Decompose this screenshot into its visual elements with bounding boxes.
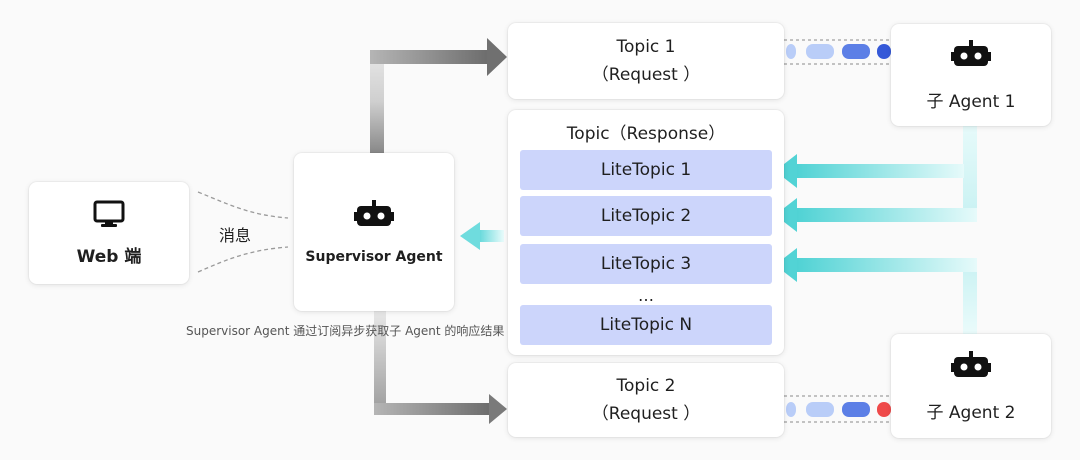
response-arrow-2-bar bbox=[796, 208, 977, 222]
topic1-card: Topic 1 （Request ） bbox=[508, 23, 784, 99]
lite-topic-3: LiteTopic 3 bbox=[520, 244, 772, 284]
queue1-message bbox=[842, 44, 870, 59]
diagram-caption: Supervisor Agent 通过订阅异步获取子 Agent 的响应结果 bbox=[186, 324, 505, 338]
sub-agent-1-label: 子 Agent 1 bbox=[926, 91, 1016, 112]
topic1-title: Topic 1 bbox=[616, 37, 676, 57]
response-arrow-1-head bbox=[775, 154, 797, 188]
response-topic-title: Topic（Response） bbox=[566, 124, 726, 144]
robot-icon bbox=[354, 199, 394, 235]
monitor-icon bbox=[93, 200, 125, 232]
topic2-card: Topic 2 （Request ） bbox=[508, 363, 784, 437]
topic2-title: Topic 2 bbox=[616, 376, 676, 396]
agent2-response-stem bbox=[963, 258, 977, 334]
response-arrow-3-head bbox=[775, 248, 797, 282]
topic2-subtitle: （Request ） bbox=[591, 404, 701, 424]
robot-icon bbox=[951, 39, 991, 75]
queue1-message bbox=[786, 44, 796, 59]
response-arrow-1-bar bbox=[796, 164, 964, 178]
lite-topic-ellipsis: … bbox=[638, 286, 654, 305]
request-arrow-up-stem bbox=[370, 50, 384, 153]
subscribe-arrow-head bbox=[460, 222, 480, 250]
queue2-message bbox=[786, 402, 796, 417]
queue1-message bbox=[877, 44, 891, 59]
message-curve-bottom bbox=[197, 246, 289, 273]
topic1-subtitle: （Request ） bbox=[591, 65, 701, 85]
request-arrow-up-head bbox=[487, 38, 507, 76]
message-curve-top bbox=[197, 191, 289, 219]
sub-agent-2-card: 子 Agent 2 bbox=[891, 334, 1051, 438]
message-label: 消息 bbox=[219, 226, 252, 245]
supervisor-agent-label: Supervisor Agent bbox=[305, 249, 443, 265]
response-arrow-2-head bbox=[775, 198, 797, 232]
sub-agent-2-label: 子 Agent 2 bbox=[926, 402, 1016, 423]
request-arrow-down-bar bbox=[374, 403, 490, 415]
lite-topic-2: LiteTopic 2 bbox=[520, 196, 772, 236]
subscribe-arrow-bar bbox=[478, 230, 504, 242]
supervisor-agent-card: Supervisor Agent bbox=[294, 153, 454, 311]
request-arrow-up-bar bbox=[370, 50, 488, 64]
web-client-label: Web 端 bbox=[76, 246, 142, 267]
response-arrow-3-bar bbox=[796, 258, 977, 272]
request-arrow-down-stem bbox=[374, 311, 386, 415]
request-arrow-down-head bbox=[489, 394, 507, 424]
lite-topic-n: LiteTopic N bbox=[520, 305, 772, 345]
queue2-message bbox=[806, 402, 834, 417]
robot-icon bbox=[951, 350, 991, 386]
sub-agent-1-card: 子 Agent 1 bbox=[891, 24, 1051, 126]
queue2-message bbox=[877, 402, 891, 417]
web-client-card: Web 端 bbox=[29, 182, 189, 284]
agent1-response-stem bbox=[963, 126, 977, 222]
queue1-message bbox=[806, 44, 834, 59]
response-topic-card: Topic（Response） LiteTopic 1 LiteTopic 2 … bbox=[508, 110, 784, 355]
lite-topic-1: LiteTopic 1 bbox=[520, 150, 772, 190]
queue2-message bbox=[842, 402, 870, 417]
